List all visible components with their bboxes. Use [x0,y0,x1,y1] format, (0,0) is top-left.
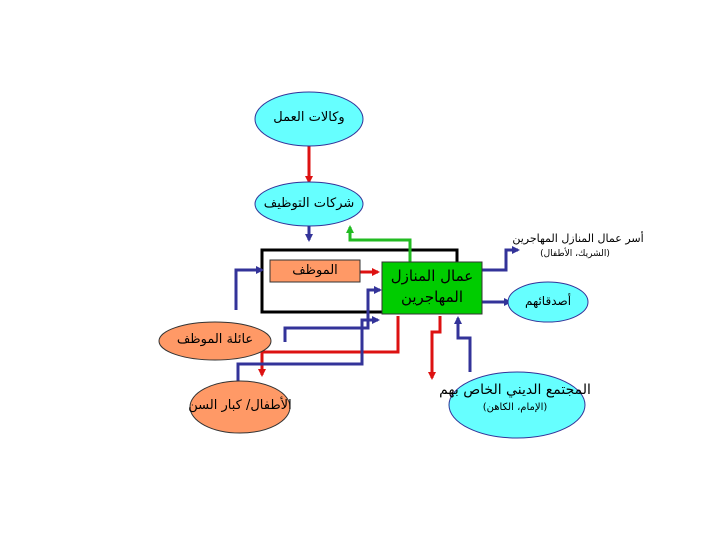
connector-workers-community [428,316,442,380]
label-companies: شركات التوظيف [263,196,355,211]
label-friends: أصدقائهم [524,294,572,308]
connector-workers-companies [346,225,412,262]
connector-workers-families [482,246,520,272]
label-families-2: (الشريك، الأطفال) [540,249,610,259]
label-families-1: أسر عمال المنازل المهاجرين [512,232,644,245]
label-agencies: وكالات العمل [273,110,345,125]
label-community-2: (الإمام، الكاهن) [482,402,548,413]
label-employer-family: عائلة الموظف [176,332,254,347]
connector-family-employer [234,266,264,310]
node-workers [381,261,483,315]
node-agencies [254,91,364,147]
node-employer-family [158,321,272,361]
label-children-elderly: الأطفال/ كبار السن [188,398,292,413]
node-children-elderly [189,380,291,434]
connector-workers-children [258,316,400,377]
node-friends [507,281,589,323]
connector-community-workers [454,316,472,372]
node-employer [269,259,361,283]
node-companies [254,181,364,227]
connector-family-workers [283,286,382,342]
connector-children-workers [236,316,380,382]
label-workers-2: المهاجرين [400,288,464,306]
node-community [448,371,586,439]
label-workers-1: عمال المنازل [390,267,474,285]
label-community-1: المجتمع الديني الخاص بهم [439,382,591,398]
label-employer: الموظف [292,263,338,278]
